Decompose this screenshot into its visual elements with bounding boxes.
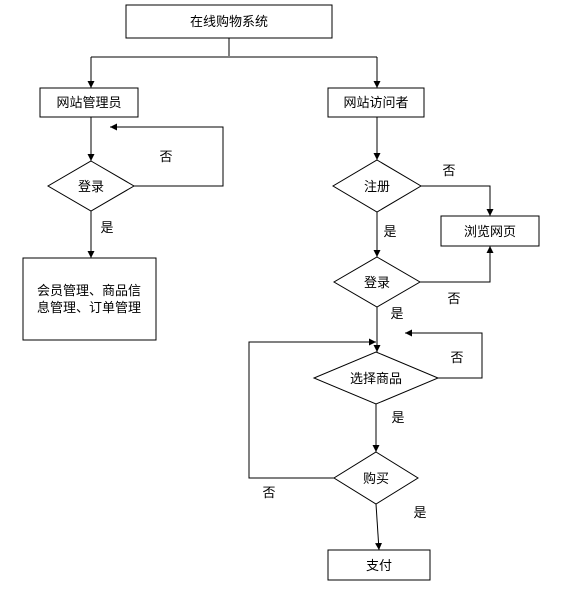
arrow-admin-login-retry (110, 123, 224, 187)
label-visitor-login-yes: 是 (390, 307, 403, 322)
node-admin-login-label: 登录 (78, 180, 104, 195)
label-admin-login-yes: 是 (100, 221, 113, 236)
node-buy: 购买 (333, 451, 419, 505)
label-visitor-login-no: 否 (447, 292, 460, 307)
node-admin: 网站管理员 (39, 87, 139, 118)
arrow-select-retry (405, 329, 483, 379)
node-browse: 浏览网页 (440, 215, 540, 247)
node-register: 注册 (332, 159, 422, 213)
node-pay: 支付 (327, 549, 431, 581)
node-browse-label: 浏览网页 (464, 224, 516, 240)
arrow-buy-no-to-select (248, 338, 376, 479)
node-admin-functions-line1: 会员管理、商品信 (37, 284, 141, 299)
node-select-goods: 选择商品 (312, 351, 440, 405)
node-admin-functions: 会员管理、商品信 息管理、订单管理 (22, 257, 157, 341)
label-register-yes: 是 (383, 225, 396, 240)
node-visitor-label: 网站访问者 (343, 96, 408, 111)
label-select-yes: 是 (391, 411, 404, 426)
node-system: 在线购物系统 (125, 4, 333, 39)
label-register-no: 否 (442, 164, 455, 179)
arrow-buy-yes-to-pay (375, 503, 383, 551)
label-admin-login-no: 否 (159, 150, 172, 165)
node-visitor-login: 登录 (333, 256, 421, 308)
label-select-no: 否 (450, 351, 463, 366)
label-buy-no: 否 (262, 486, 275, 501)
node-select-goods-label: 选择商品 (350, 372, 402, 387)
node-visitor: 网站访问者 (327, 87, 425, 118)
node-register-label: 注册 (364, 180, 390, 195)
node-admin-login: 登录 (47, 160, 135, 212)
node-pay-label: 支付 (366, 559, 392, 574)
arrow-login-no-to-browse (420, 246, 494, 283)
node-admin-label: 网站管理员 (56, 96, 121, 111)
node-system-label: 在线购物系统 (190, 14, 268, 30)
node-visitor-login-label: 登录 (364, 276, 390, 291)
node-admin-functions-line2: 息管理、订单管理 (37, 300, 141, 316)
node-buy-label: 购买 (363, 471, 389, 487)
label-buy-yes: 是 (413, 506, 426, 521)
arrow-register-no-to-browse (421, 185, 494, 216)
